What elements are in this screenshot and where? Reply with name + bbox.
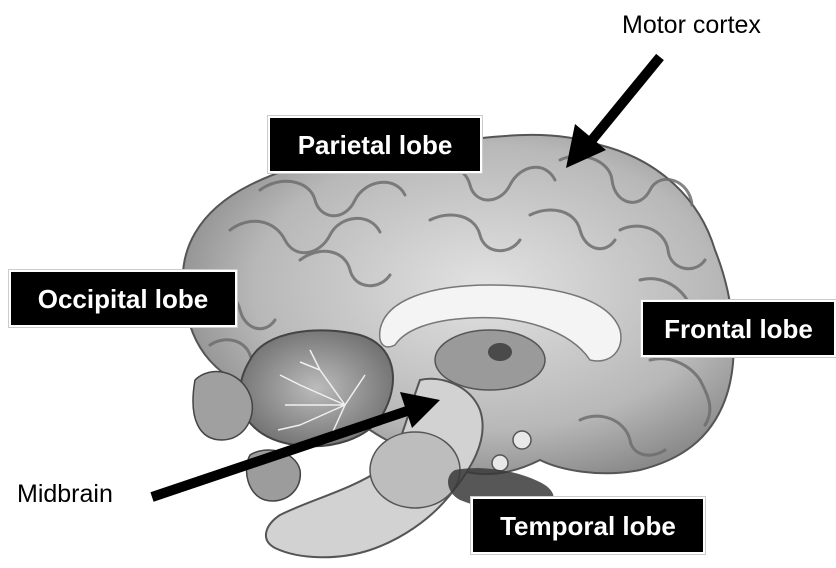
optic-chiasm xyxy=(513,431,531,449)
frontal-lobe-label: Frontal lobe xyxy=(641,300,836,357)
parietal-lobe-label: Parietal lobe xyxy=(268,116,482,173)
occipital-lobe-label: Occipital lobe xyxy=(9,270,237,327)
thalamus xyxy=(435,330,545,390)
cerebellum xyxy=(240,330,393,446)
pons xyxy=(370,432,460,508)
pituitary xyxy=(492,455,508,471)
fornix-region xyxy=(488,343,512,361)
temporal-lobe-label: Temporal lobe xyxy=(471,497,705,554)
motor-cortex-label: Motor cortex xyxy=(622,13,761,38)
midbrain-label: Midbrain xyxy=(17,482,113,507)
